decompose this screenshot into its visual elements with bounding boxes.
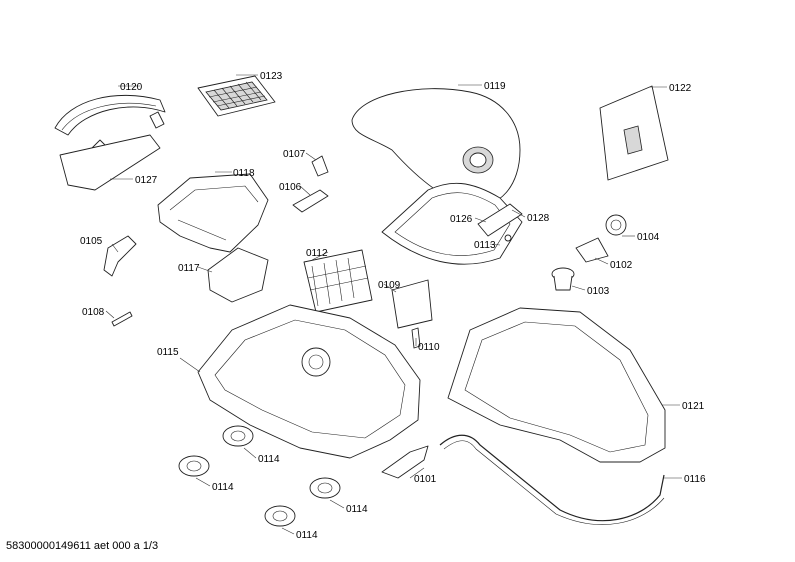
part-0117 bbox=[207, 247, 269, 303]
label-0116: 0116 bbox=[684, 474, 706, 485]
leader-lines bbox=[105, 74, 682, 535]
part-0106 bbox=[292, 189, 329, 213]
part-0103 bbox=[551, 267, 575, 291]
label-0102: 0102 bbox=[610, 260, 633, 271]
label-0123: 0123 bbox=[260, 71, 283, 82]
part-0122-bag bbox=[599, 85, 669, 181]
label-0108: 0108 bbox=[82, 307, 105, 318]
document-id-footer: 58300000149611 aet 000 a 1/3 bbox=[6, 540, 159, 552]
part-0108-pin bbox=[111, 311, 133, 327]
part-0116-bumper bbox=[439, 434, 665, 525]
part-0114-wheel-c bbox=[309, 477, 341, 499]
part-0127-plate bbox=[59, 134, 161, 191]
part-0119-cover bbox=[351, 88, 523, 265]
label-0120: 0120 bbox=[120, 82, 143, 93]
part-0104 bbox=[605, 214, 627, 236]
label-0105: 0105 bbox=[80, 236, 103, 247]
label-0118: 0118 bbox=[233, 168, 255, 179]
part-0101 bbox=[381, 445, 429, 479]
label-0106: 0106 bbox=[279, 182, 302, 193]
label-0126: 0126 bbox=[450, 214, 473, 225]
label-0122: 0122 bbox=[669, 83, 692, 94]
part-0126-0128 bbox=[477, 203, 523, 242]
label-0113: 0113 bbox=[474, 240, 496, 251]
label-0114-d: 0114 bbox=[296, 530, 318, 541]
label-0121: 0121 bbox=[682, 401, 705, 412]
part-0105 bbox=[103, 235, 137, 277]
label-0114-b: 0114 bbox=[212, 482, 234, 493]
part-0107 bbox=[311, 155, 329, 177]
label-0114-c: 0114 bbox=[346, 504, 368, 515]
label-0104: 0104 bbox=[637, 232, 660, 243]
part-0115-base bbox=[197, 304, 421, 459]
label-0114-a: 0114 bbox=[258, 454, 280, 465]
label-0112: 0112 bbox=[306, 248, 328, 259]
label-0107: 0107 bbox=[283, 149, 306, 160]
part-0114-wheel-a bbox=[222, 425, 254, 447]
part-0112-filter bbox=[303, 249, 373, 313]
part-0114-wheel-b bbox=[178, 455, 210, 477]
label-0119: 0119 bbox=[484, 81, 506, 92]
part-0118-housing bbox=[157, 173, 269, 253]
part-0123-filter bbox=[197, 75, 276, 117]
label-0110: 0110 bbox=[418, 342, 440, 353]
part-0109 bbox=[391, 279, 433, 329]
part-0102 bbox=[575, 237, 609, 263]
label-0117: 0117 bbox=[178, 263, 200, 274]
label-0103: 0103 bbox=[587, 286, 610, 297]
label-0101: 0101 bbox=[414, 474, 437, 485]
label-0128: 0128 bbox=[527, 213, 550, 224]
label-0115: 0115 bbox=[157, 347, 179, 358]
part-0121-lower-body bbox=[447, 307, 666, 463]
label-0127: 0127 bbox=[135, 175, 158, 186]
part-0114-wheel-d bbox=[264, 505, 296, 527]
label-0109: 0109 bbox=[378, 280, 401, 291]
